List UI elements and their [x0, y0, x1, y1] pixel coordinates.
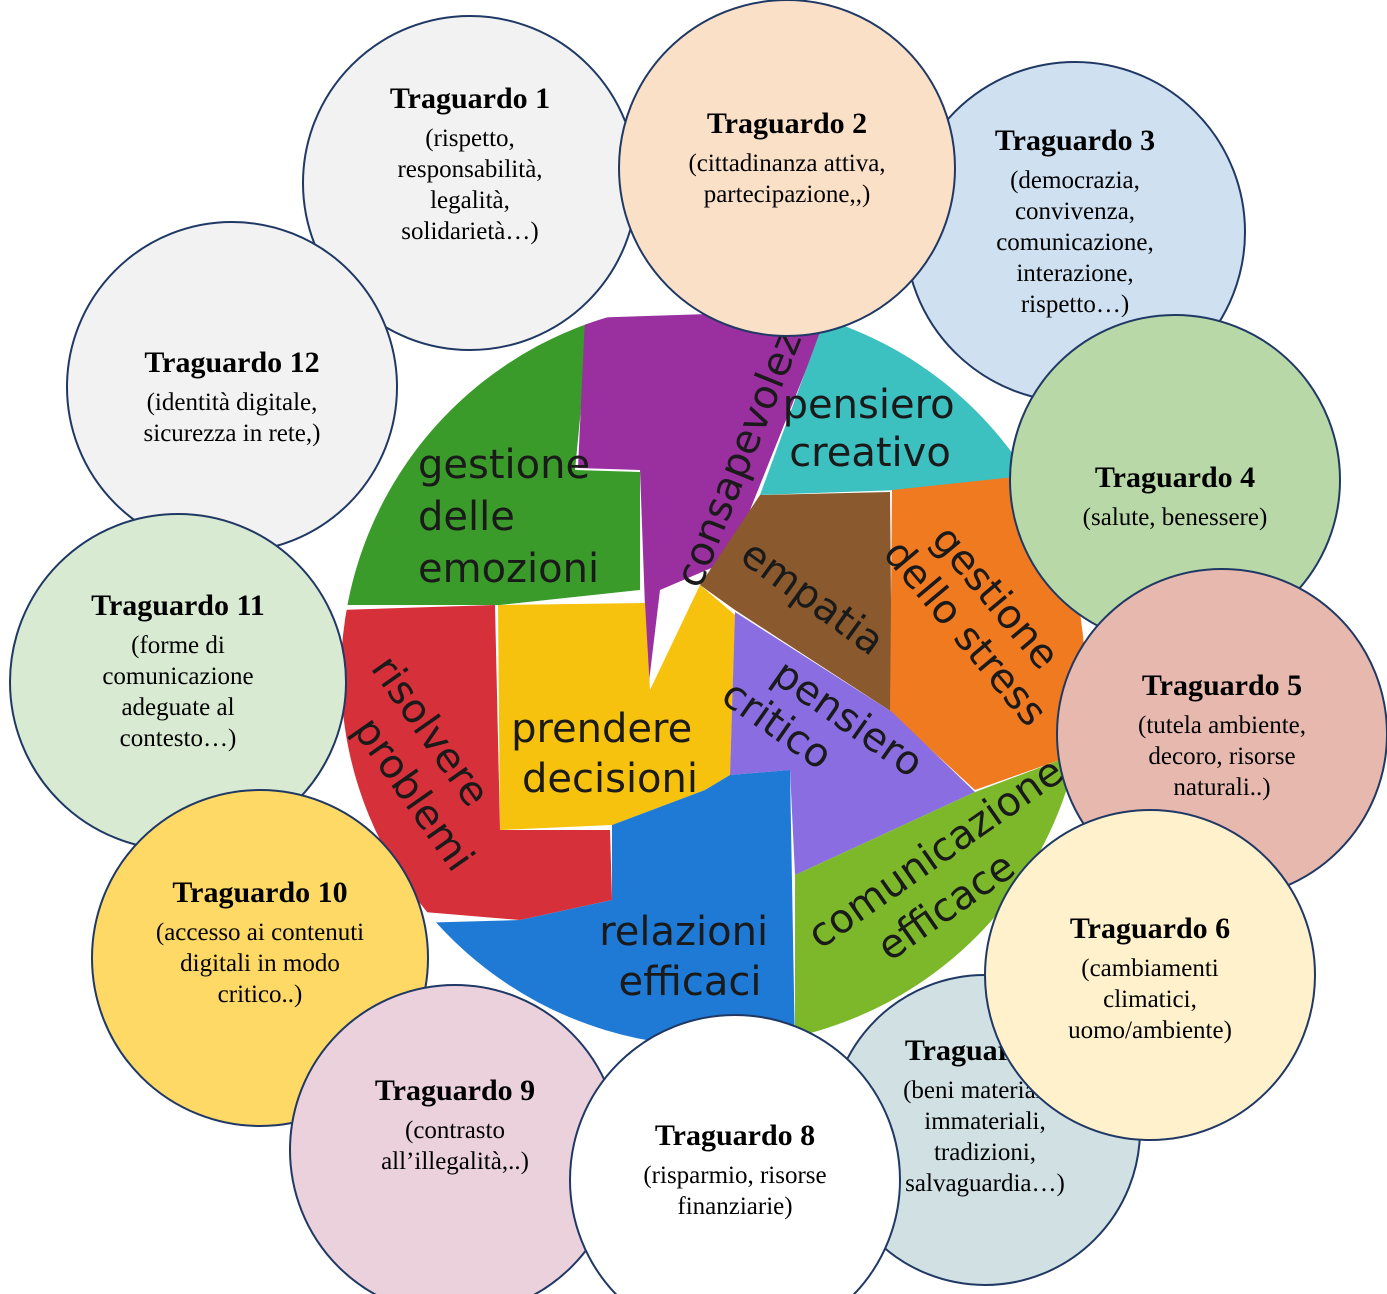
traguardo-title: Traguardo 3 — [995, 124, 1155, 157]
label-relazioni-efficaci: relazioni efficaci — [599, 909, 781, 1005]
traguardo-description-line: comunicazione, — [996, 229, 1154, 256]
traguardo-description-line: convivenza, — [1015, 198, 1135, 225]
traguardo-4: Traguardo 4 (salute, benessere) — [1009, 314, 1341, 646]
traguardo-description-line: (forme di — [131, 632, 225, 659]
traguardo-description-line: climatici, — [1103, 986, 1197, 1013]
traguardo-description-line: (salute, benessere) — [1083, 504, 1268, 531]
traguardo-description-line: interazione, — [1016, 260, 1133, 287]
label-pensiero-creativo: pensiero creativo — [783, 382, 968, 476]
traguardo-title: Traguardo 11 — [91, 589, 265, 622]
traguardo-circle — [569, 1014, 901, 1294]
traguardo-description-line: uomo/ambiente) — [1068, 1017, 1232, 1044]
traguardo-description-line: adeguate al — [121, 694, 234, 721]
traguardo-description-line: responsabilità, — [397, 156, 542, 183]
traguardo-description-line: solidarietà…) — [401, 218, 538, 245]
segment-risolvere-problemi — [341, 605, 612, 920]
traguardi-circles: Traguardo 1 (rispetto, responsabilità, lega… — [9, 0, 1387, 1294]
traguardo-circle — [66, 221, 398, 553]
traguardo-11: Traguardo 11 (forme di comunicazione adegua… — [9, 513, 347, 851]
traguardo-description-line: salvaguardia…) — [905, 1170, 1065, 1197]
traguardo-description-line: partecipazione,,) — [704, 181, 871, 208]
traguardo-description-line: (identità digitale, — [147, 389, 318, 416]
traguardo-title: Traguardo 10 — [172, 876, 347, 909]
traguardo-description-line: (democrazia, — [1010, 167, 1140, 194]
traguardo-description-line: decoro, risorse — [1148, 743, 1295, 770]
traguardo-9: Traguardo 9 (contrasto all’illegalità,..) — [289, 984, 621, 1294]
traguardo-description-line: digitali in modo — [180, 950, 340, 977]
traguardo-circle — [618, 0, 956, 337]
traguardo-description-line: (cambiamenti — [1081, 955, 1218, 982]
traguardo-1: Traguardo 1 (rispetto, responsabilità, lega… — [302, 15, 638, 351]
traguardo-6: Traguardo 6 (cambiamenti climatici, uomo/am… — [984, 809, 1316, 1141]
skills-wheel — [341, 302, 1085, 1046]
traguardo-description-line: (cittadinanza attiva, — [688, 150, 885, 177]
segment-empatia — [700, 492, 892, 712]
traguardo-title: Traguardo 4 — [1095, 461, 1255, 494]
traguardo-title: Traguardo 8 — [655, 1119, 815, 1152]
traguardo-description-line: (accesso ai contenuti — [156, 919, 364, 946]
traguardo-description-line: immateriali, — [924, 1108, 1045, 1135]
traguardo-description-line: (tutela ambiente, — [1138, 712, 1306, 739]
segment-consapevolezza — [578, 310, 830, 690]
traguardo-title: Traguardo 1 — [390, 82, 550, 115]
traguardo-description-line: critico..) — [218, 981, 303, 1008]
segment-prendere-decisioni — [498, 585, 735, 830]
traguardo-circle — [984, 809, 1316, 1141]
label-gestione-emozioni: gestione delle emozioni — [418, 442, 603, 592]
traguardo-2: Traguardo 2 (cittadinanza attiva, partecip… — [618, 0, 956, 337]
traguardo-title: Traguardo 2 — [707, 107, 867, 140]
segment-pensiero-critico — [730, 612, 975, 875]
traguardo-title: Traguardo 12 — [144, 346, 319, 379]
traguardo-description-line: legalità, — [430, 187, 510, 214]
traguardo-title: Traguardo 5 — [1142, 669, 1302, 702]
traguardo-description-line: all’illegalità,..) — [381, 1148, 529, 1175]
traguardo-description-line: contesto…) — [120, 725, 237, 752]
traguardo-description-line: (rispetto, — [425, 125, 515, 152]
traguardo-description-line: (contrasto — [405, 1117, 505, 1144]
traguardo-description-line: comunicazione — [102, 663, 253, 690]
traguardo-title: Traguardo 9 — [375, 1074, 535, 1107]
traguardo-description-line: rispetto…) — [1021, 291, 1129, 318]
traguardo-8: Traguardo 8 (risparmio, risorse finanziari… — [569, 1014, 901, 1294]
traguardo-12: Traguardo 12 (identità digitale, sicurezza… — [66, 221, 398, 553]
traguardo-description-line: sicurezza in rete,) — [144, 420, 321, 447]
traguardo-description-line: tradizioni, — [934, 1139, 1036, 1166]
traguardo-description-line: finanziarie) — [677, 1193, 792, 1220]
traguardo-description-line: naturali..) — [1173, 774, 1270, 801]
label-prendere-decisioni: prendere decisioni — [511, 706, 705, 802]
traguardo-description-line: (risparmio, risorse — [643, 1162, 826, 1189]
traguardo-title: Traguardo 6 — [1070, 912, 1230, 945]
